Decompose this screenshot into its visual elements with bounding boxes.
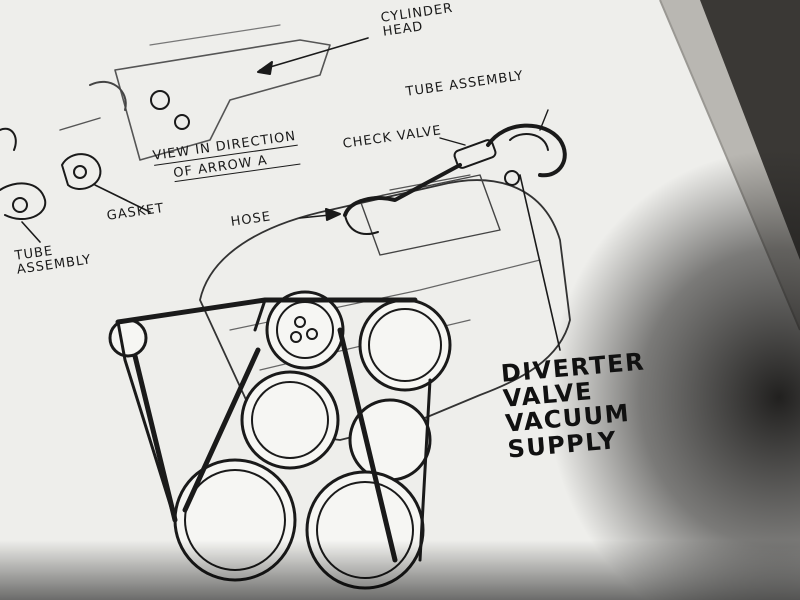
tube-assembly-fitting <box>0 182 47 220</box>
shadow-overlay <box>380 150 800 600</box>
bottom-shadow <box>0 540 800 600</box>
gasket-part <box>61 153 102 190</box>
cylinder-head-outline <box>114 39 331 161</box>
alternator-pulley <box>240 370 340 470</box>
fan-pulley <box>265 290 345 370</box>
idler-pulley <box>108 318 148 358</box>
label-diverter-valve-vacuum-supply: DIVERTER VALVE VACUUM SUPPLY <box>500 347 653 463</box>
cylinder-head-bolt <box>150 90 170 110</box>
